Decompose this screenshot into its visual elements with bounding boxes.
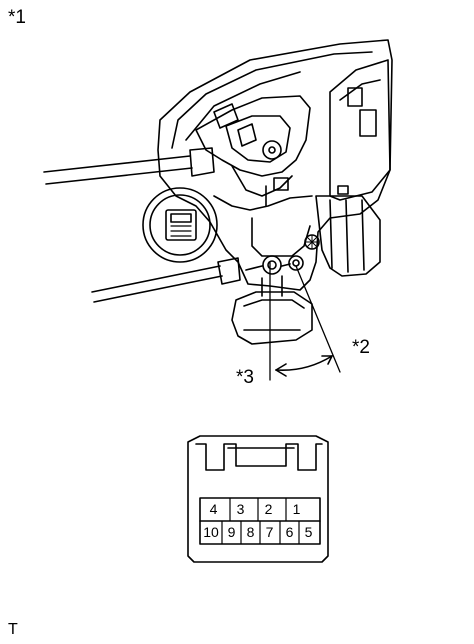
lower-cable [91,257,241,303]
upper-cable [43,147,215,185]
callout-2-label: *2 [352,337,370,358]
pin-label-top-2: 3 [236,501,245,517]
pin-label-bottom-2: 9 [227,524,236,540]
footer-mark-label: T [8,621,18,638]
actuator-housing [304,59,391,277]
figure-marker-label: *1 [8,7,26,28]
pin-label-bottom-6: 5 [304,524,313,540]
pin-label-top-4: 1 [292,501,301,517]
lock-lever [231,255,313,345]
pin-label-top-1: 4 [209,501,218,517]
pin-label-bottom-3: 8 [246,524,255,540]
lock-knob [142,187,218,263]
pin-label-top-3: 2 [264,501,273,517]
callout-3-label: *3 [236,367,254,388]
pin-label-bottom-4: 7 [265,524,274,540]
pin-label-bottom-1: 10 [203,524,219,540]
pin-label-bottom-5: 6 [285,524,294,540]
rotation-angle-indicator [269,261,341,381]
